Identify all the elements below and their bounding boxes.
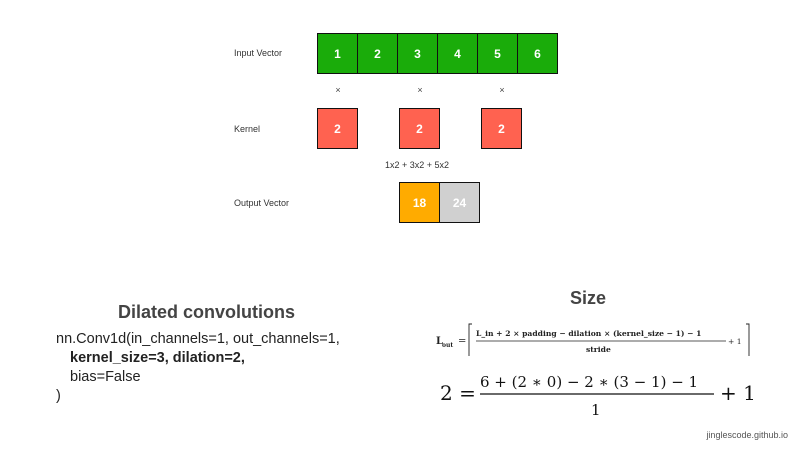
svg-text:=: =: [458, 336, 466, 347]
code-line-bold: kernel_size=3, dilation=2,: [70, 350, 245, 366]
times-symbol: ×: [499, 85, 505, 95]
times-symbol: ×: [335, 85, 341, 95]
input-cell: 4: [437, 33, 478, 74]
input-cell: 6: [517, 33, 558, 74]
kernel-cell-wrap: 2: [399, 108, 440, 149]
example-lhs: 2 =: [440, 381, 476, 405]
code-line: ): [56, 388, 61, 404]
input-vector-label: Input Vector: [234, 48, 283, 58]
size-title: Size: [570, 288, 607, 308]
dilated-convolutions-title: Dilated convolutions: [118, 302, 296, 322]
input-cell: 3: [397, 33, 438, 74]
example-size-formula: 2 = 6 + (2 ∗ 0) − 2 ∗ (3 − 1) − 1 1 + 1: [440, 373, 756, 419]
formula-numerator: L_in + 2 × padding − dilation × (kernel_…: [476, 329, 701, 338]
footer-credit: jinglescode.github.io: [706, 430, 788, 440]
example-numerator: 6 + (2 ∗ 0) − 2 ∗ (3 − 1) − 1: [480, 373, 698, 391]
input-vector: 1 2 3 4 5 6: [317, 33, 558, 74]
output-cell-inactive: 24: [439, 182, 480, 223]
output-vector: 18 24: [399, 182, 480, 223]
formula-lhs-sub: out: [442, 342, 453, 349]
example-denominator: 1: [591, 401, 601, 419]
general-size-formula: L out = L_in + 2 × padding − dilation × …: [436, 323, 750, 356]
kernel-cell: 2: [399, 108, 440, 149]
kernel-cell-wrap: 2: [481, 108, 522, 149]
kernel-cell-wrap: 2: [317, 108, 358, 149]
formula-denominator: stride: [586, 345, 611, 354]
kernel-label: Kernel: [234, 124, 261, 134]
times-symbol: ×: [417, 85, 423, 95]
formula-lhs: L: [436, 336, 443, 347]
code-block: nn.Conv1d(in_channels=1, out_channels=1,…: [56, 330, 340, 406]
code-line: bias=False: [70, 369, 141, 385]
code-line: nn.Conv1d(in_channels=1, out_channels=1,: [56, 331, 340, 347]
formula-plus: + 1: [728, 337, 742, 346]
input-cell: 1: [317, 33, 358, 74]
input-cell: 2: [357, 33, 398, 74]
kernel-cell: 2: [317, 108, 358, 149]
sum-expression: 1x2 + 3x2 + 5x2: [385, 160, 450, 170]
output-vector-label: Output Vector: [234, 198, 290, 208]
output-cell-active: 18: [399, 182, 440, 223]
input-cell: 5: [477, 33, 518, 74]
example-plus: + 1: [720, 381, 756, 405]
kernel-cell: 2: [481, 108, 522, 149]
